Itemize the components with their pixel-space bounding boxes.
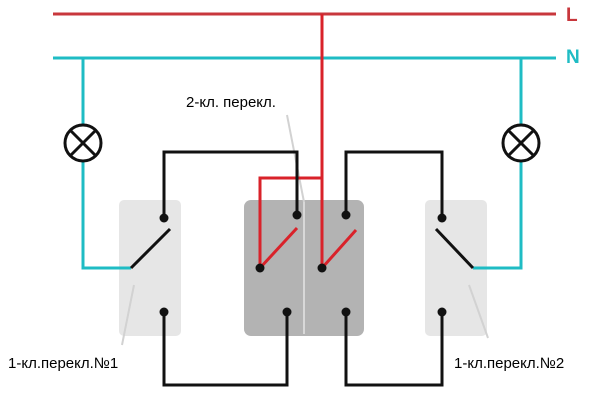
double-switch-label: 2-кл. перекл. [186,94,276,111]
bottom-traveler-left [162,312,289,387]
contact-dot [282,307,292,317]
switch2-lever [434,227,475,270]
contact-dot [159,307,169,317]
contact-dot [317,263,327,273]
lamp-right-icon [501,123,541,163]
switch2-label: 1-кл.перекл.№2 [454,355,564,372]
lamp-right-to-switch2 [473,161,523,270]
lamp-left-icon [63,123,103,163]
top-traveler-right [344,150,444,215]
phase-label: L [566,5,578,26]
contact-dot [159,213,169,223]
switch1-label: 1-кл.перекл.№1 [8,355,118,372]
contacts [159,210,447,317]
switch1-lever [129,227,172,270]
leader-line-2 [468,284,489,339]
lamp-left-to-switch1 [81,161,131,270]
leader-line-1 [121,284,135,346]
neutral-label: N [566,47,580,68]
contact-dot [437,213,447,223]
double-switch-lever-left [258,226,299,270]
contact-dot [255,263,265,273]
contact-dot [292,210,302,220]
contact-dot [341,210,351,220]
bottom-traveler-right [344,312,444,387]
contact-dot [437,307,447,317]
top-traveler-left [162,150,299,215]
contact-dot [341,307,351,317]
phase-feed-branch [258,176,322,268]
double-switch-lever-right [320,228,358,270]
